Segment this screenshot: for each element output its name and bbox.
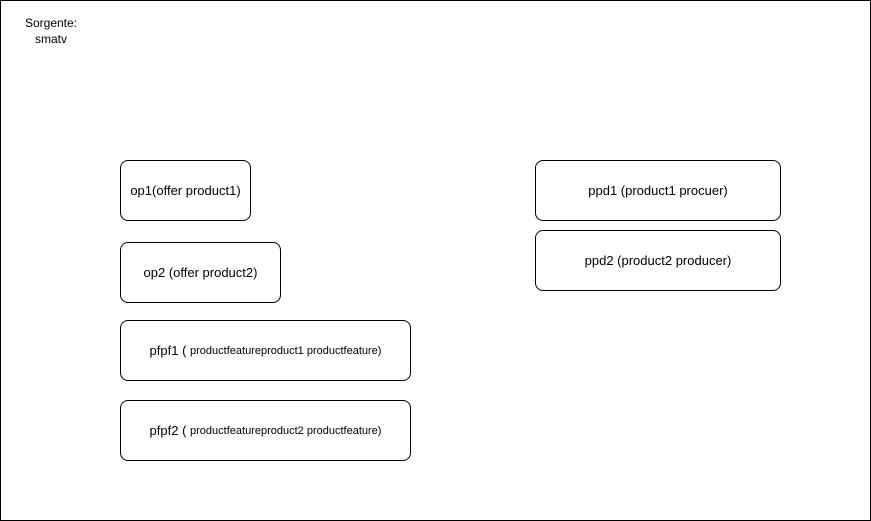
node-pfpf1[interactable]: pfpf1 ( productfeatureproduct1 productfe… xyxy=(120,320,411,381)
node-pfpf2-detail: productfeatureproduct2 productfeature) xyxy=(190,424,382,437)
source-label-title: Sorgente: xyxy=(24,16,78,30)
node-op2[interactable]: op2 (offer product2) xyxy=(120,242,281,303)
node-pfpf1-prefix: pfpf1 ( xyxy=(149,343,187,358)
source-label-value: smatv xyxy=(34,32,67,46)
node-ppd2-label: ppd2 (product2 producer) xyxy=(584,253,732,268)
node-op1[interactable]: op1(offer product1) xyxy=(120,160,251,221)
node-ppd1[interactable]: ppd1 (product1 procuer) xyxy=(535,160,781,221)
node-op1-label: op1(offer product1) xyxy=(130,183,241,198)
node-pfpf2-prefix: pfpf2 ( xyxy=(149,423,187,438)
source-label: Sorgente: smatv xyxy=(13,15,89,47)
node-op2-label: op2 (offer product2) xyxy=(143,265,258,280)
node-pfpf1-detail: productfeatureproduct1 productfeature) xyxy=(190,344,382,357)
node-ppd1-label: ppd1 (product1 procuer) xyxy=(588,183,728,198)
node-ppd2[interactable]: ppd2 (product2 producer) xyxy=(535,230,781,291)
node-pfpf2[interactable]: pfpf2 ( productfeatureproduct2 productfe… xyxy=(120,400,411,461)
